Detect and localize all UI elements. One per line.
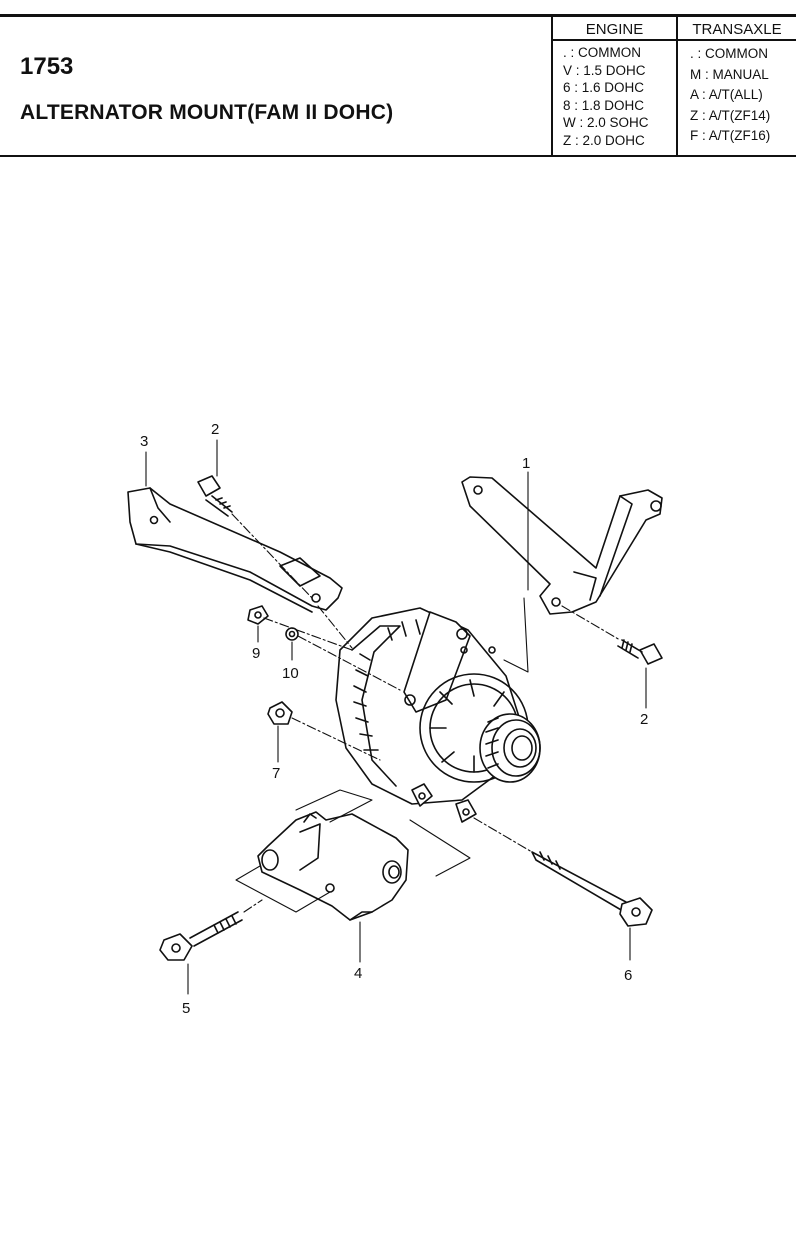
- upper-bracket-part: [461, 476, 663, 615]
- code-legend-table: ENGINE . : COMMON V : 1.5 DOHC 6 : 1.6 D…: [551, 17, 796, 157]
- page-title: ALTERNATOR MOUNT(FAM II DOHC): [20, 101, 394, 124]
- bolt-6: [531, 851, 653, 927]
- callout-10: 10: [282, 665, 299, 682]
- alternator-unit: [335, 607, 541, 823]
- callout-7: 7: [272, 765, 280, 782]
- page-number: 1753: [20, 53, 74, 80]
- transaxle-codes-column: TRANSAXLE . : COMMON M : MANUAL A : A/T(…: [676, 17, 796, 157]
- transaxle-header: TRANSAXLE: [678, 17, 796, 41]
- nut-7: [267, 701, 293, 725]
- page-header: 1753 ALTERNATOR MOUNT(FAM II DOHC) ENGIN…: [0, 14, 796, 157]
- alignment-lines: [231, 513, 621, 913]
- engine-code-row: Z : 2.0 DOHC: [563, 132, 645, 148]
- transaxle-code-row: . : COMMON: [690, 46, 768, 61]
- callout-4: 4: [354, 965, 362, 982]
- bolt-5: [159, 911, 243, 961]
- engine-code-row: 6 : 1.6 DOHC: [563, 80, 645, 95]
- callout-6: 6: [624, 967, 632, 984]
- transaxle-code-row: F : A/T(ZF16): [690, 128, 771, 143]
- bolt-2-upper: [197, 475, 233, 517]
- callout-2-right: 2: [640, 711, 648, 728]
- callout-2-upper: 2: [211, 421, 219, 438]
- engine-code-row: . : COMMON: [563, 45, 641, 60]
- callout-5: 5: [182, 1000, 190, 1017]
- transaxle-code-row: Z : A/T(ZF14): [690, 107, 771, 123]
- engine-code-row: W : 2.0 SOHC: [563, 115, 649, 130]
- alignment-planes: [235, 597, 529, 913]
- rear-brace-part: [127, 487, 343, 613]
- callout-9: 9: [252, 645, 260, 662]
- transaxle-code-row: M : MANUAL: [690, 66, 769, 82]
- callout-3: 3: [140, 433, 148, 450]
- leader-lines: [145, 439, 647, 995]
- engine-header: ENGINE: [553, 17, 676, 41]
- transaxle-code-row: A : A/T(ALL): [690, 87, 763, 102]
- bolt-2-right: [617, 639, 663, 665]
- callout-1: 1: [522, 455, 530, 472]
- nut-9: [247, 605, 269, 625]
- engine-code-row: V : 1.5 DOHC: [563, 62, 646, 78]
- engine-codes-column: ENGINE . : COMMON V : 1.5 DOHC 6 : 1.6 D…: [551, 17, 676, 157]
- engine-code-row: 8 : 1.8 DOHC: [563, 97, 645, 113]
- alternator-mount-diagram: 1 2 2 3 4 5 6 7 9 10: [127, 421, 663, 1017]
